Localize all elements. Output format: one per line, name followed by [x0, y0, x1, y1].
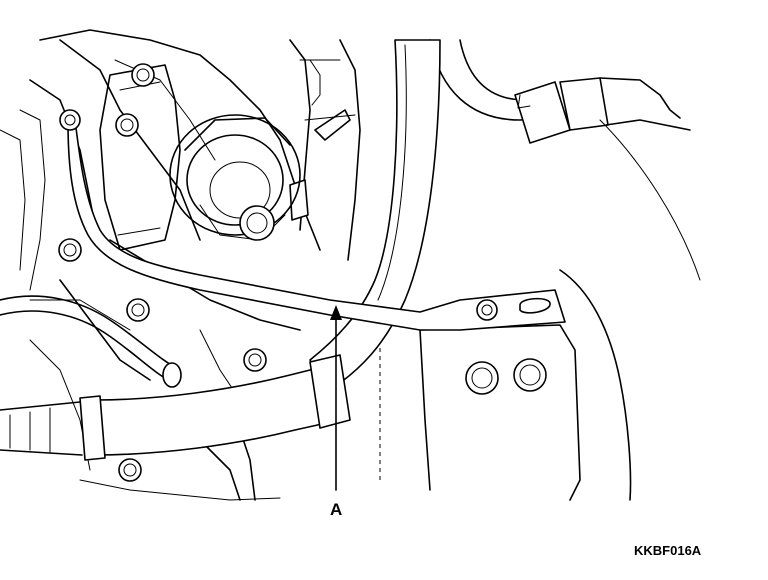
bolt-head [131, 63, 155, 87]
bolt-head [58, 238, 82, 262]
leader-arrowhead [330, 305, 342, 320]
bolt-heads [58, 63, 275, 482]
lower-hose [0, 354, 351, 461]
metal-line-bracket [59, 109, 566, 331]
bolt-head [243, 348, 267, 372]
bolt-head [126, 298, 150, 322]
radiator-hose [429, 39, 691, 144]
bolt-head [239, 205, 275, 241]
bolt-head [115, 113, 139, 137]
callout-leader [330, 305, 342, 491]
panel-bolts [465, 358, 547, 395]
bolt-head [513, 358, 547, 392]
callout-label-a: A [330, 500, 343, 519]
engine-block-outline [0, 29, 361, 291]
figure-code: KKBF016A [634, 543, 702, 558]
bolt-head [465, 361, 499, 395]
pulley-housing [169, 114, 301, 241]
bolt-head [118, 458, 142, 482]
fluid-line [0, 295, 182, 388]
body-panel [379, 119, 701, 501]
